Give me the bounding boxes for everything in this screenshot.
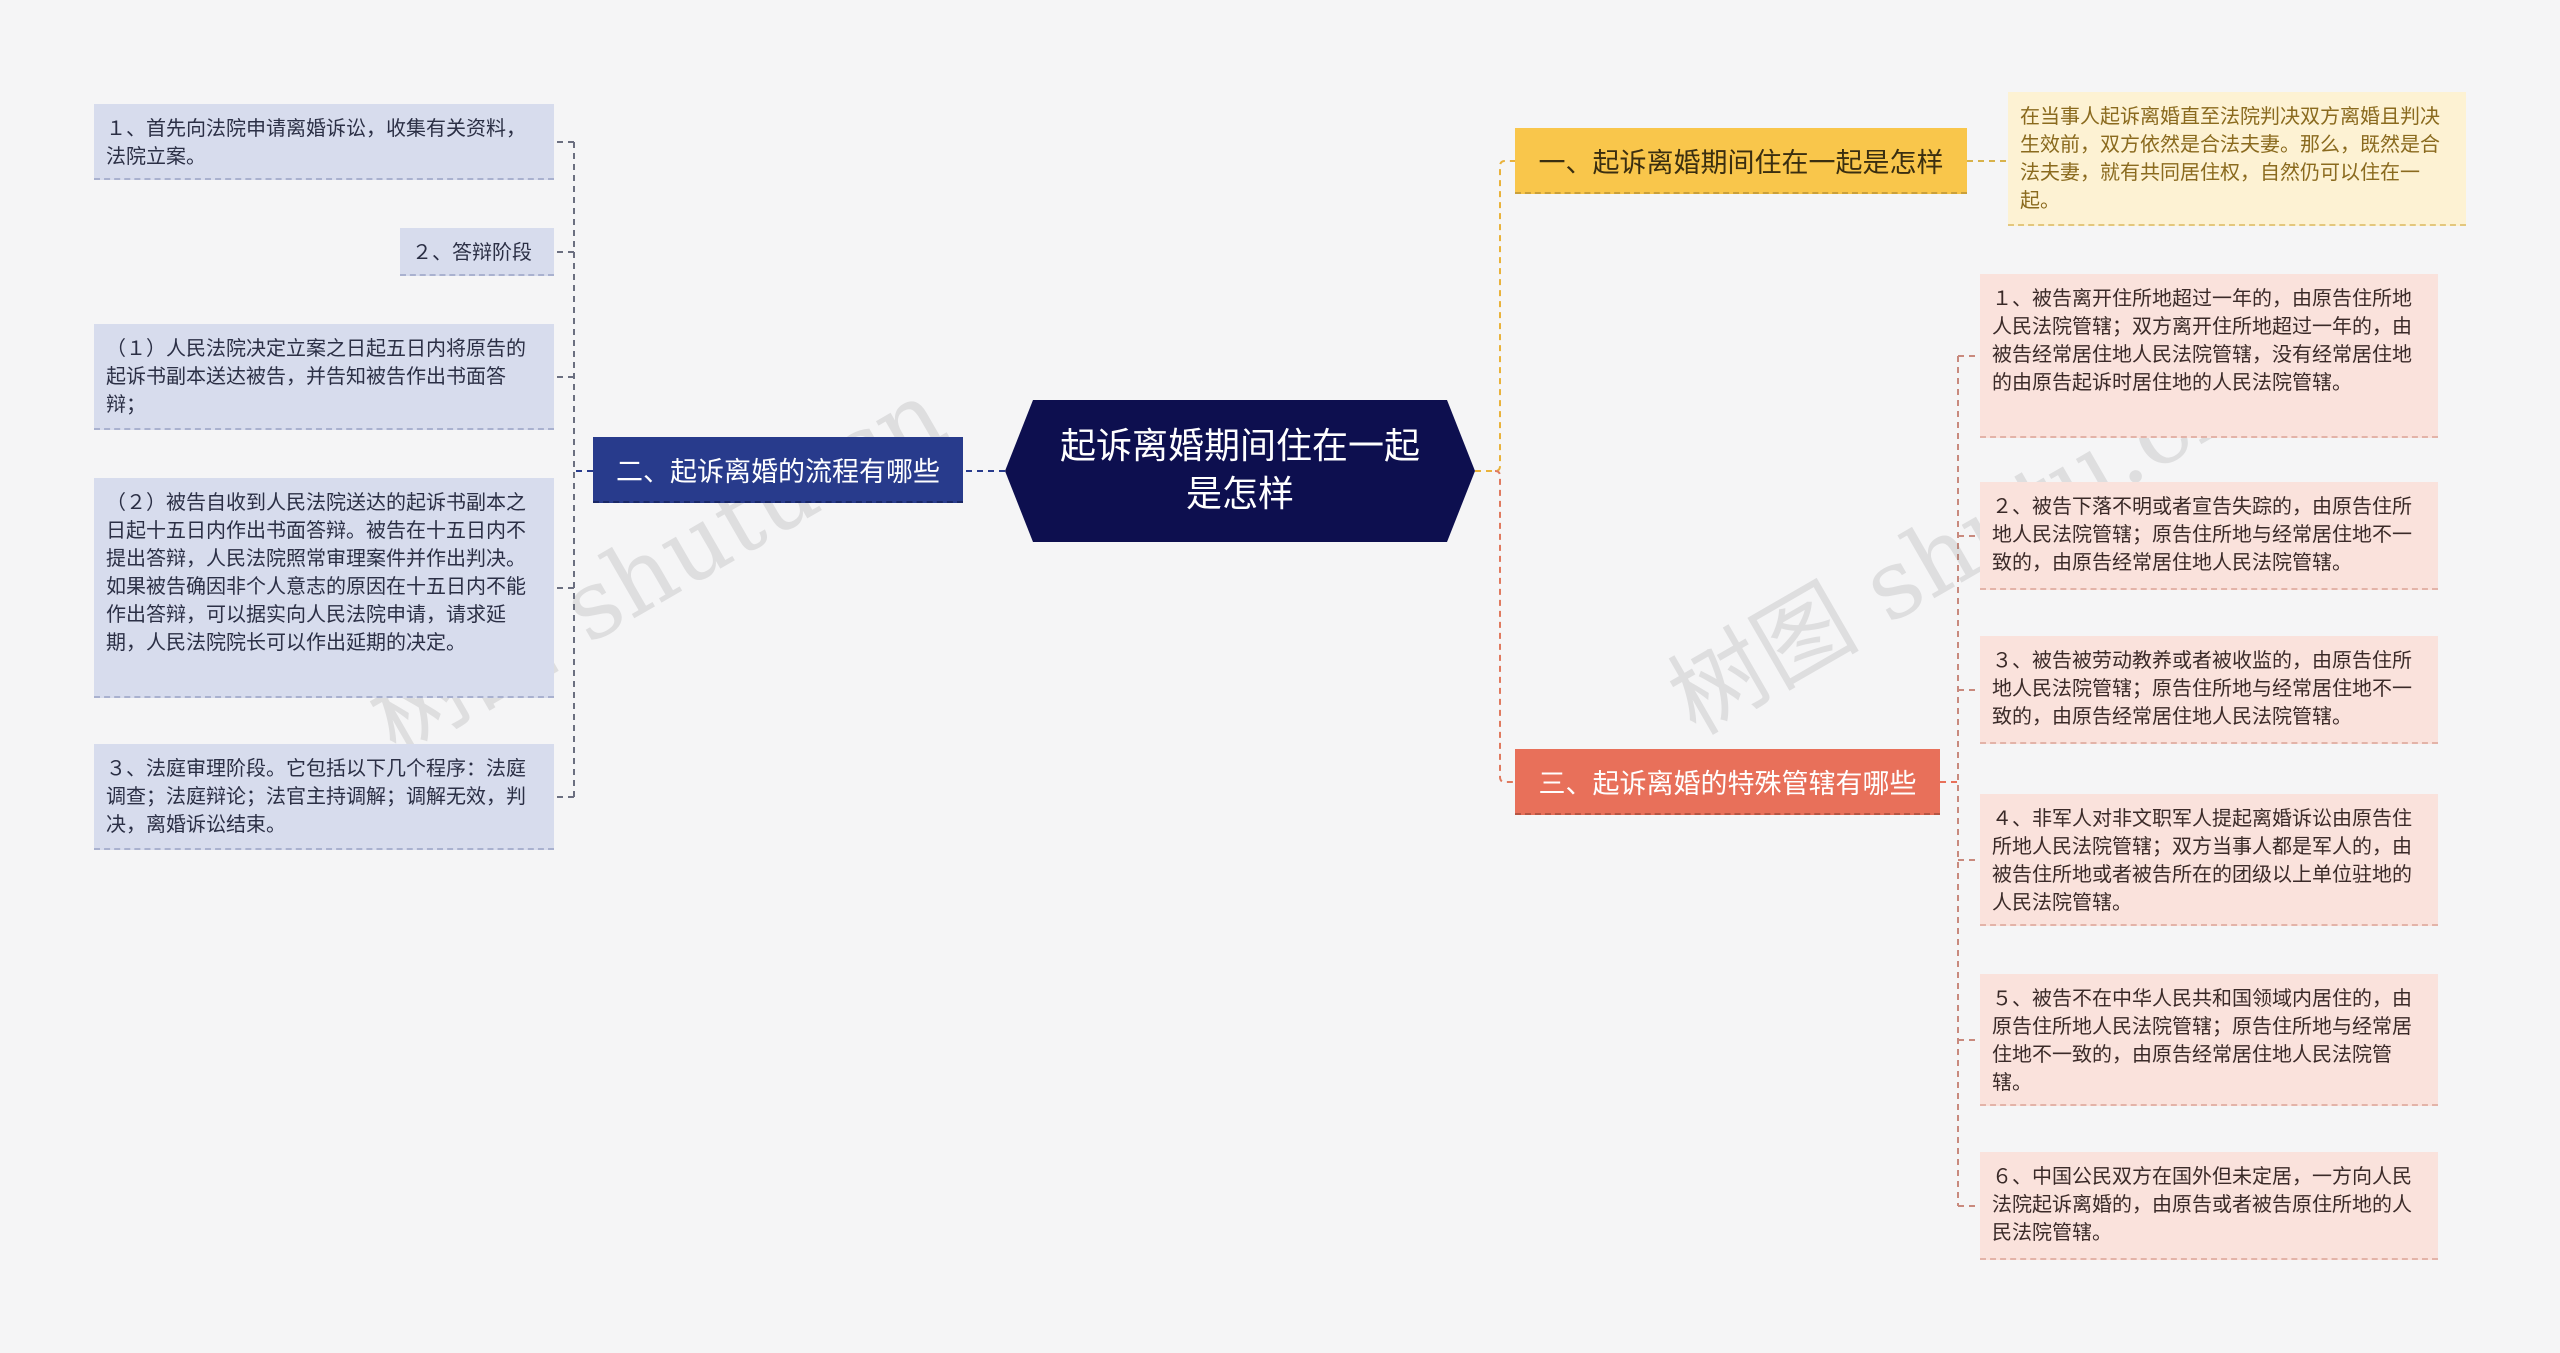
branch-node-2[interactable]: 二、起诉离婚的流程有哪些 [593, 437, 963, 503]
leaf-node-3-1[interactable]: １、被告离开住所地超过一年的，由原告住所地人民法院管辖；双方离开住所地超过一年的… [1980, 274, 2438, 438]
leaf-node-2-4[interactable]: （２）被告自收到人民法院送达的起诉书副本之日起十五日内作出书面答辩。被告在十五日… [94, 478, 554, 698]
root-label: 起诉离婚期间住在一起是怎样 [1059, 426, 1420, 515]
leaf-node-3-6[interactable]: ６、中国公民双方在国外但未定居，一方向人民法院起诉离婚的，由原告或者被告原住所地… [1980, 1152, 2438, 1260]
leaf-node-2-2[interactable]: ２、答辩阶段 [400, 228, 554, 276]
leaf-node-3-4[interactable]: ４、非军人对非文职军人提起离婚诉讼由原告住所地人民法院管辖；双方当事人都是军人的… [1980, 794, 2438, 926]
branch-label: 二、起诉离婚的流程有哪些 [616, 456, 940, 488]
leaf-node-2-5[interactable]: ３、法庭审理阶段。它包括以下几个程序：法庭调查；法庭辩论；法官主持调解；调解无效… [94, 744, 554, 850]
leaf-node-2-1[interactable]: １、首先向法院申请离婚诉讼，收集有关资料，法院立案。 [94, 104, 554, 180]
connector-root-branch-1 [1475, 160, 1515, 472]
connector-root-branch-3 [1494, 470, 1515, 783]
leaf-node-3-3[interactable]: ３、被告被劳动教养或者被收监的，由原告住所地人民法院管辖；原告住所地与经常居住地… [1980, 636, 2438, 744]
branch-label: 三、起诉离婚的特殊管辖有哪些 [1538, 768, 1917, 800]
leaf-node-1-1[interactable]: 在当事人起诉离婚直至法院判决双方离婚且判决生效前，双方依然是合法夫妻。那么，既然… [2008, 92, 2466, 226]
branch-label: 一、起诉离婚期间住在一起是怎样 [1538, 147, 1944, 179]
leaf-node-3-2[interactable]: ２、被告下落不明或者宣告失踪的，由原告住所地人民法院管辖；原告住所地与经常居住地… [1980, 482, 2438, 590]
branch-node-3[interactable]: 三、起诉离婚的特殊管辖有哪些 [1515, 749, 1940, 815]
branch-node-1[interactable]: 一、起诉离婚期间住在一起是怎样 [1515, 128, 1967, 194]
leaf-node-2-3[interactable]: （１）人民法院决定立案之日起五日内将原告的起诉书副本送达被告，并告知被告作出书面… [94, 324, 554, 430]
root-node[interactable]: 起诉离婚期间住在一起是怎样 [1005, 400, 1475, 542]
leaf-node-3-5[interactable]: ５、被告不在中华人民共和国领域内居住的，由原告住所地人民法院管辖；原告住所地与经… [1980, 974, 2438, 1106]
